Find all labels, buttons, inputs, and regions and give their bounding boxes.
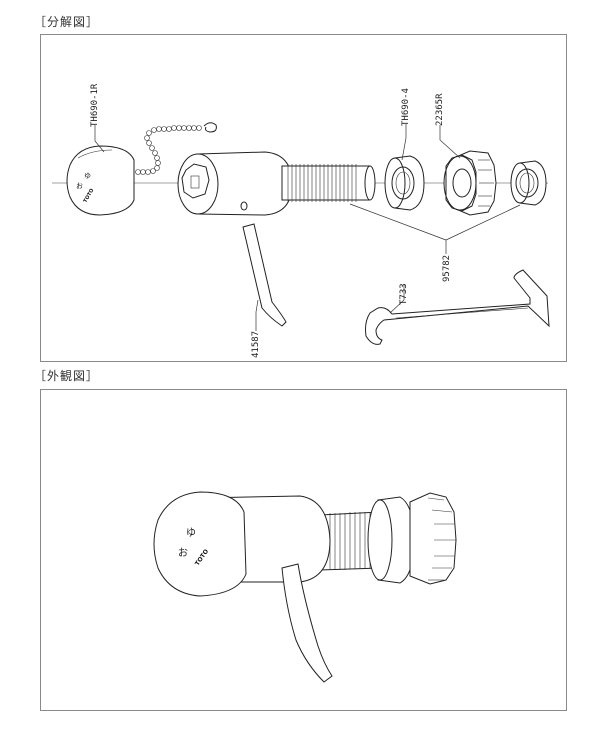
cap-char-b: ゆ: [84, 172, 91, 180]
handle-cap-icon: お ゆ TOTO: [66, 145, 135, 216]
part-number-washer: 95782: [442, 255, 452, 282]
part-number-handle-cap: TH690-1R: [90, 83, 100, 127]
cap-char-ext-b: ゆ: [186, 527, 196, 539]
washer-icon: [510, 160, 547, 206]
lever-icon: [242, 223, 287, 327]
gear-nut-icon: [443, 150, 497, 216]
cap-char-a: お: [76, 182, 83, 190]
cap-char-ext-a: お: [178, 547, 188, 559]
part-number-wrench: T733: [399, 283, 409, 305]
exploded-view-title: ［分解図］: [34, 15, 100, 29]
assembled-valve-icon: お ゆ TOTO: [153, 491, 457, 683]
part-number-gear-nut: 22365R: [435, 93, 445, 126]
leader-lines: [94, 124, 521, 331]
body-cylinder-icon: [177, 151, 293, 216]
part-number-lever: 41587: [251, 331, 261, 358]
chain-icon: [135, 122, 217, 175]
part-number-nut: TH690-4: [401, 88, 411, 126]
threaded-shaft-icon: [281, 164, 376, 202]
nut-icon: [384, 155, 425, 211]
wrench-icon: [365, 269, 550, 345]
exterior-view-title: ［外観図］: [34, 369, 100, 383]
